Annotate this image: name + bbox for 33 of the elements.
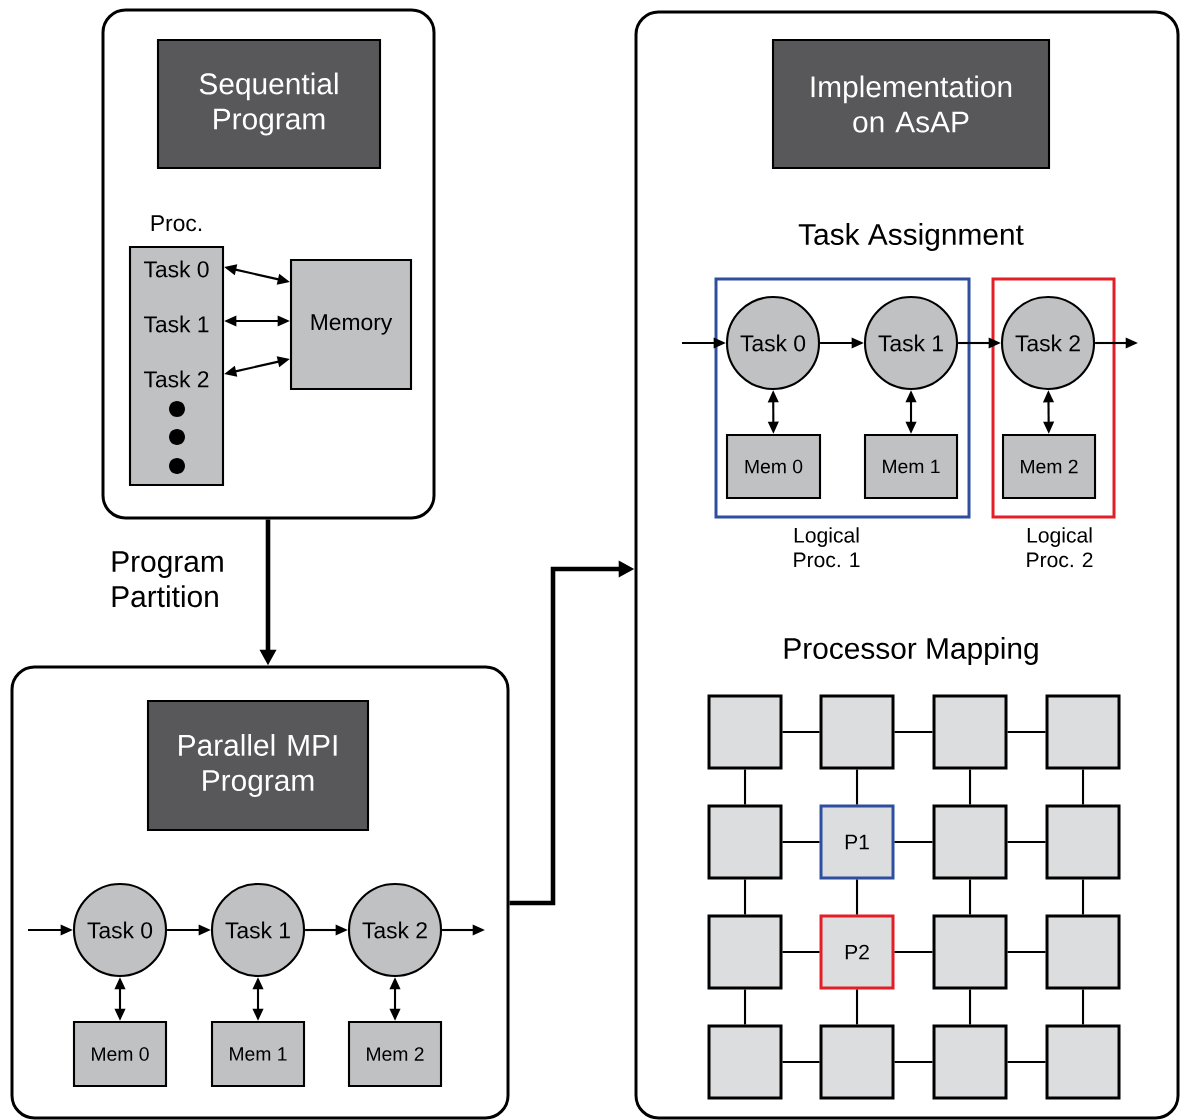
memory-box: Mem 2 (347, 1020, 443, 1088)
processor-tile (707, 804, 783, 880)
processor-tile (707, 914, 783, 990)
processor-tile (932, 694, 1008, 770)
processor-tile (1045, 1024, 1121, 1100)
memory-box: Mem 0 (72, 1020, 168, 1088)
section-title: Task Assignment (798, 223, 1024, 251)
node-label: Logical Proc. 1 (794, 527, 860, 568)
processor-tile (932, 914, 1008, 990)
processor-tile (819, 1024, 895, 1100)
processor-tile (1045, 694, 1121, 770)
processor-tile: P2 (819, 914, 895, 990)
processor-tile: P1 (819, 804, 895, 880)
processor-tile (932, 1024, 1008, 1100)
processor-tile (819, 694, 895, 770)
processor-bar: Proc. Task 0 Task 1 Task 2 (128, 215, 225, 487)
edge-label: Program Partition (112, 551, 223, 608)
title-box: Sequential Program (156, 38, 382, 170)
processor-tile (707, 694, 783, 770)
processor-tile (932, 804, 1008, 880)
node-label: Logical Proc. 2 (1027, 527, 1093, 568)
processor-tile (1045, 804, 1121, 880)
title-box: Implementation on AsAP (771, 38, 1051, 170)
section-title: Processor Mapping (784, 637, 1038, 665)
memory-box: Memory (289, 258, 413, 391)
memory-box: Mem 2 (1001, 433, 1097, 500)
node-label: Proc. (151, 215, 202, 232)
processor-tile (1045, 914, 1121, 990)
memory-box: Mem 1 (210, 1020, 306, 1088)
memory-box: Mem 0 (725, 433, 822, 500)
processor-tile (707, 1024, 783, 1100)
title-box: Parallel MPI Program (146, 699, 370, 832)
memory-box: Mem 1 (863, 433, 959, 500)
